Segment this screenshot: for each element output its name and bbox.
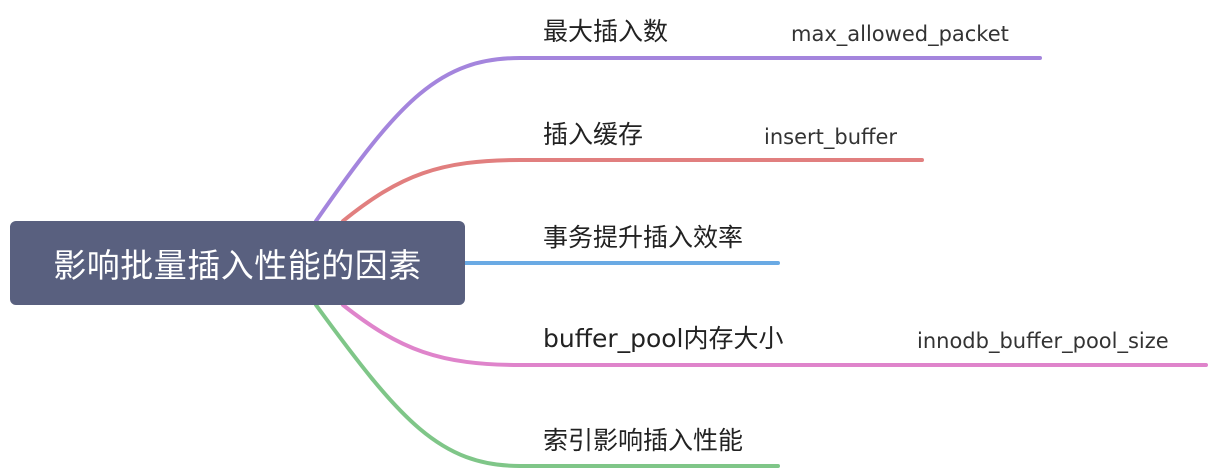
topic-transaction[interactable]: 事务提升插入效率: [543, 223, 744, 252]
subtopic-max-allowed-packet[interactable]: max_allowed_packet: [791, 22, 1009, 46]
connector-max-insert: [314, 56, 1042, 223]
connector-index: [314, 303, 780, 468]
topic-buffer-pool[interactable]: buffer_pool内存大小: [543, 324, 784, 353]
root-topic[interactable]: 影响批量插入性能的因素: [10, 221, 465, 305]
subtopic-insert-buffer[interactable]: insert_buffer: [764, 125, 898, 149]
connector-buffer-pool: [341, 303, 1208, 367]
connector-insert-buffer: [341, 158, 924, 223]
subtopic-innodb-buffer-pool-size[interactable]: innodb_buffer_pool_size: [917, 329, 1169, 353]
topic-index[interactable]: 索引影响插入性能: [543, 426, 744, 455]
topic-max-insert[interactable]: 最大插入数: [543, 17, 669, 46]
root-topic-label: 影响批量插入性能的因素: [53, 246, 422, 285]
topic-insert-buffer[interactable]: 插入缓存: [543, 120, 644, 149]
